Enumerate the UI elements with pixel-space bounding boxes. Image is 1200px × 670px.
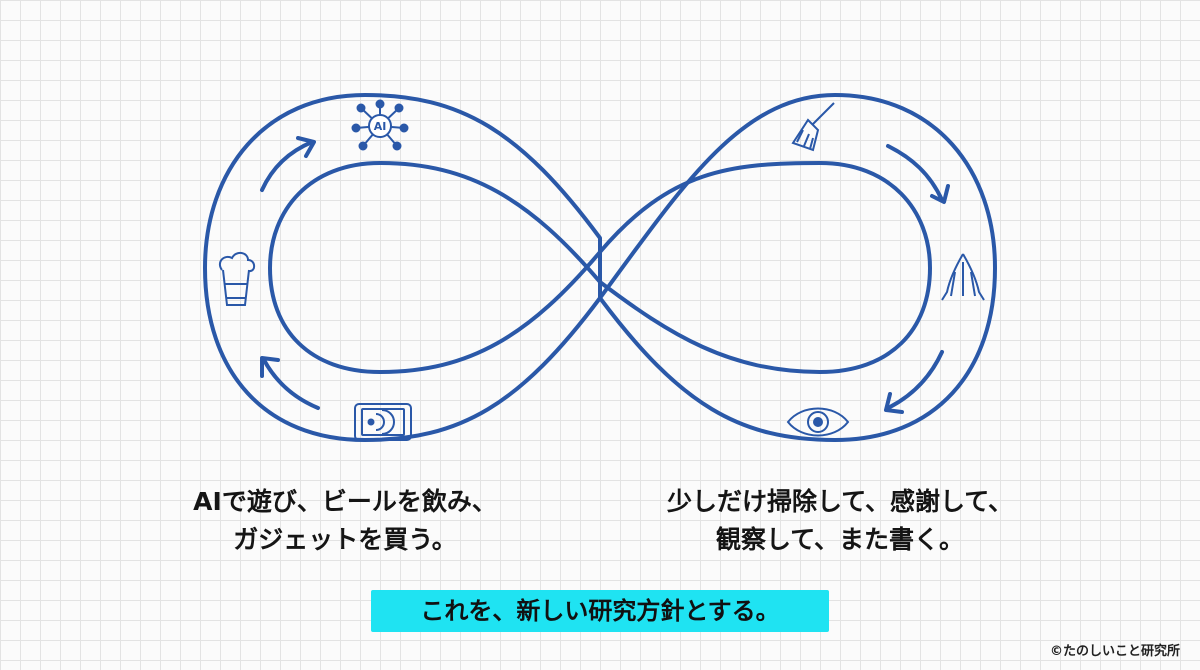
broom-icon [791,102,835,152]
left-caption: AIで遊び、ビールを飲み、 ガジェットを買う。 [150,483,540,559]
praying-hands-icon [941,253,985,301]
tablet-icon [354,403,412,441]
right-caption-line-1: 少しだけ掃除して、感謝して、 [666,487,1013,516]
ai-icon-label: AI [374,120,387,133]
arrow-left-up [260,136,316,192]
arrow-right-back [884,350,944,414]
right-caption-line-2: 観察して、また書く。 [715,525,964,554]
eye-icon [786,407,850,437]
ai-network-icon: AI [351,99,409,151]
infinity-inner-line [268,161,932,374]
infinity-outer-line [203,93,997,442]
copyright-text: ©たのしいこと研究所 [1049,644,1180,659]
left-caption-line-1: AIで遊び、ビールを飲み、 [193,487,497,516]
arrow-right-down [886,144,950,204]
arrow-left-back [260,356,320,410]
left-caption-line-2: ガジェットを買う。 [233,525,457,554]
policy-banner: これを、新しい研究方針とする。 [371,590,829,632]
beer-icon [218,252,256,306]
right-caption: 少しだけ掃除して、感謝して、 観察して、また書く。 [630,483,1050,559]
